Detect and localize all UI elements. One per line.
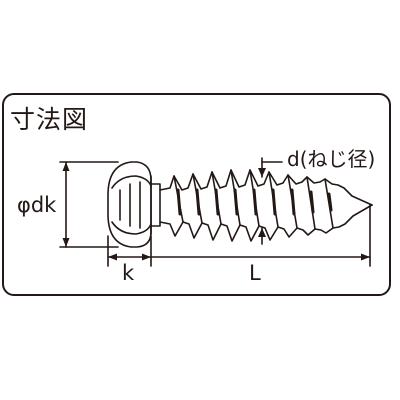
- screw-head-icon: [107, 161, 161, 248]
- arrowheads: [62, 162, 370, 261]
- head-height-label: k: [122, 261, 135, 285]
- screw-thread-icon: [159, 169, 373, 242]
- length-label: L: [249, 261, 261, 285]
- diagram-title: 寸法図: [10, 105, 89, 134]
- thread-diameter-label: d(ねじ径): [287, 147, 376, 171]
- dimension-lines: [59, 157, 371, 267]
- head-diameter-label: φdk: [17, 193, 57, 217]
